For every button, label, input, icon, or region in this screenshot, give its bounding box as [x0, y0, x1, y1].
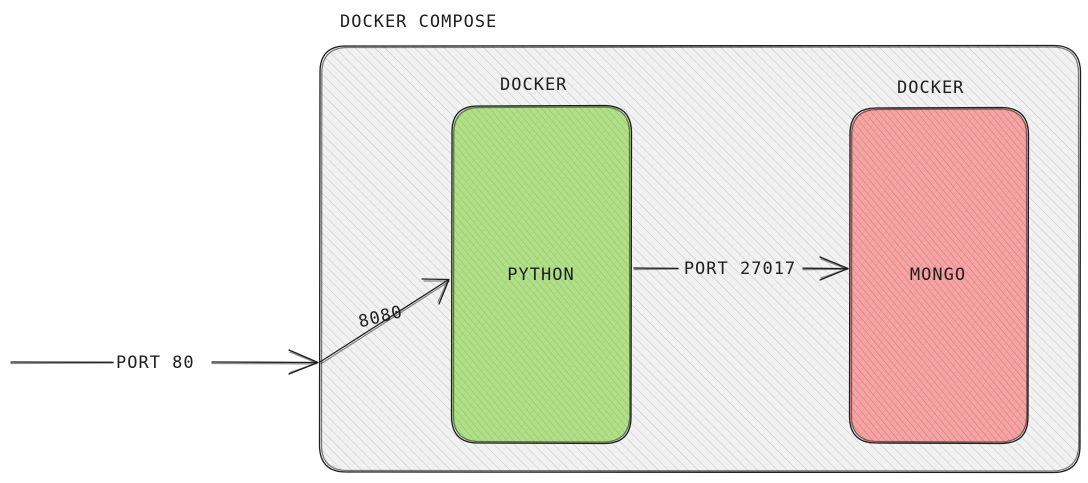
port-27017-arrowhead [819, 256, 849, 281]
port-27017-label: PORT 27017 [684, 259, 796, 279]
port-27017-edge: PORT 27017 [633, 256, 849, 281]
mongo-label: MONGO [910, 265, 966, 285]
port-80-label: PORT 80 [116, 353, 195, 373]
python-container-header: DOCKER [500, 75, 567, 95]
python-container: DOCKER PYTHON [450, 75, 633, 445]
mongo-container-header: DOCKER [897, 78, 964, 98]
port-8080-arrowhead [421, 278, 450, 305]
python-label: PYTHON [507, 265, 574, 285]
port-80-arrowhead [288, 349, 319, 375]
mongo-container: DOCKER MONGO [848, 78, 1030, 445]
port-80-edge: PORT 80 [10, 349, 319, 375]
docker-compose-label: DOCKER COMPOSE [340, 12, 497, 32]
